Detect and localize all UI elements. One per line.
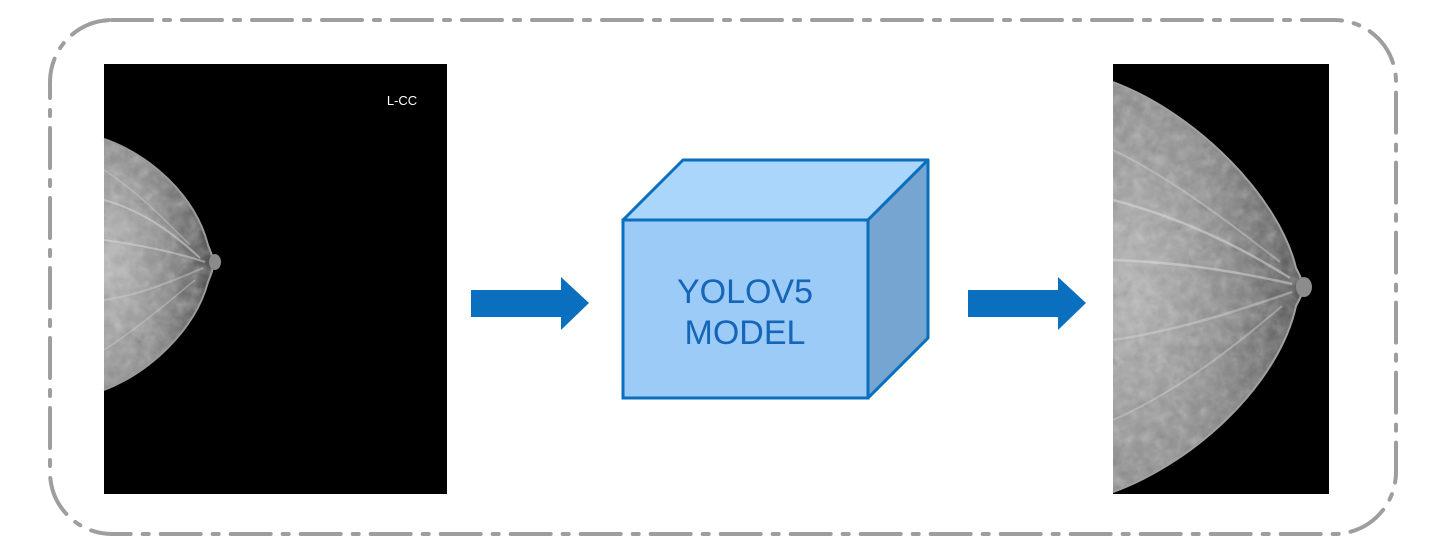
output-mammogram-image [1112,64,1329,494]
model-name-line2: MODEL [685,314,806,352]
nipple-right [1296,277,1312,297]
view-label: L-CC [387,93,417,108]
arrow-to-output [968,277,1086,330]
dashed-frame [48,18,1398,536]
nipple-left [209,254,221,270]
arrow-to-model [471,277,589,330]
cube-front-face [621,218,870,400]
input-mammogram-image: L-CC [103,64,447,494]
model-name-line1: YOLOV5 [677,273,813,311]
yolov5-model-cube: YOLOV5 MODEL [621,158,930,400]
